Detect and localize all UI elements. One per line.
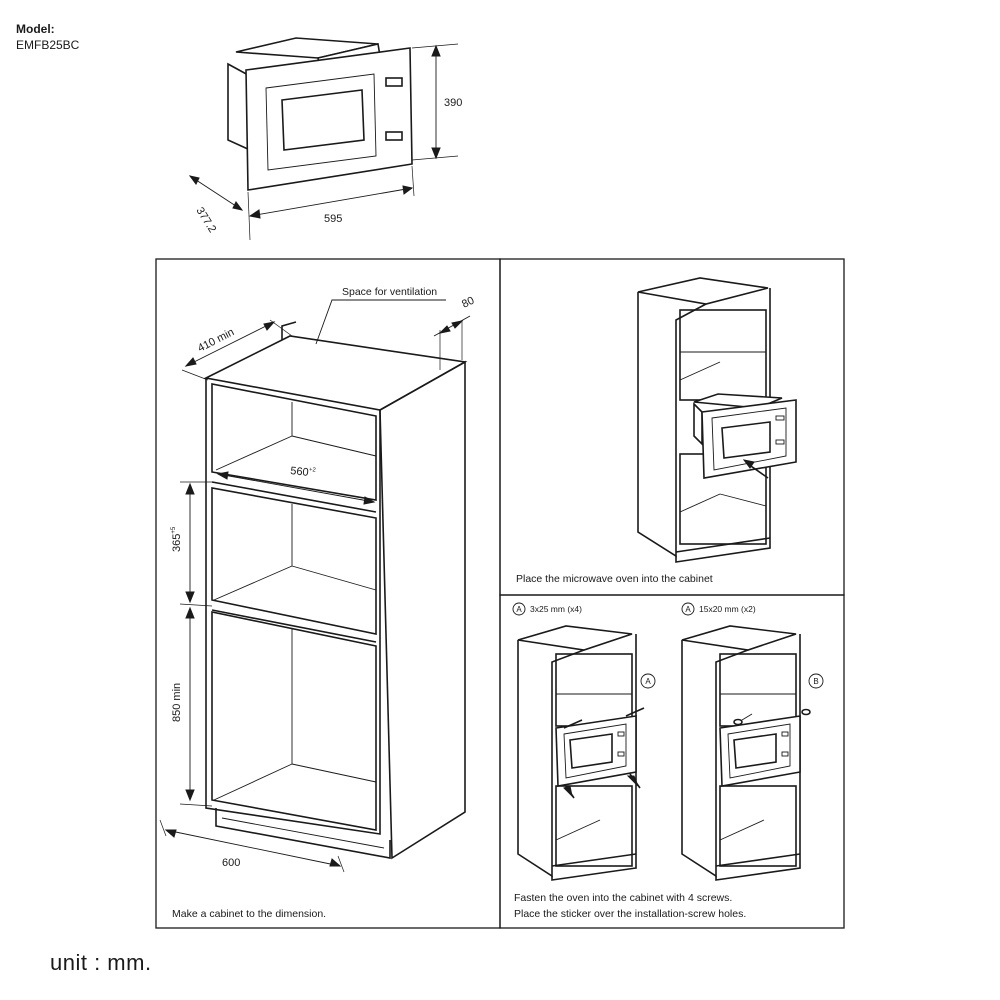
model-number: EMFB25BC: [16, 38, 80, 52]
callout-b-text: B: [813, 677, 818, 686]
place-caption: Place the microwave oven into the cabine…: [516, 573, 713, 585]
screw-b-marker-circle: [681, 602, 695, 616]
screw-a-marker-circle: [512, 602, 526, 616]
fasten-panel-frame: [499, 594, 845, 929]
screw-b-marker: A: [685, 605, 691, 614]
fasten-cabinet-b-drawing: [681, 625, 811, 881]
ventilation-gap-label: 80: [460, 295, 476, 311]
niche-height-tol: +5: [171, 526, 177, 534]
cabinet-dimension-drawing: [159, 299, 471, 873]
fasten-caption-line1: Fasten the oven into the cabinet with 4 …: [514, 892, 732, 904]
cabinet-width-label: 600: [222, 857, 240, 869]
inner-width-label: 560+2: [290, 465, 317, 480]
model-label: Model:: [16, 22, 55, 36]
fasten-cabinet-a-drawing: [517, 625, 645, 881]
callout-b-circle: [808, 673, 824, 689]
screw-a-spec: 3x25 mm (x4): [530, 604, 582, 614]
niche-height-label: 365+5: [171, 526, 183, 552]
inner-width-tol: +2: [309, 467, 317, 474]
depth-min-label: 410 min: [196, 326, 236, 354]
product-depth-label: 377.2: [193, 205, 218, 235]
screw-b-spec: 15x20 mm (x2): [699, 604, 756, 614]
product-height-label: 390: [444, 97, 462, 109]
inner-width-base: 560: [290, 465, 310, 479]
unit-label: unit : mm.: [50, 950, 152, 975]
fasten-caption-line2: Place the sticker over the installation-…: [514, 908, 746, 920]
product-width-label: 595: [324, 213, 342, 225]
microwave-product-drawing: [188, 37, 459, 241]
floor-height-label: 850 min: [171, 683, 183, 722]
place-oven-drawing: [637, 277, 797, 563]
cabinet-caption: Make a cabinet to the dimension.: [172, 908, 326, 920]
ventilation-label: Space for ventilation: [342, 286, 437, 298]
callout-a-circle: [640, 673, 656, 689]
callout-a-text: A: [645, 677, 651, 686]
niche-height-base: 365: [171, 534, 183, 552]
screw-a-marker: A: [516, 605, 522, 614]
